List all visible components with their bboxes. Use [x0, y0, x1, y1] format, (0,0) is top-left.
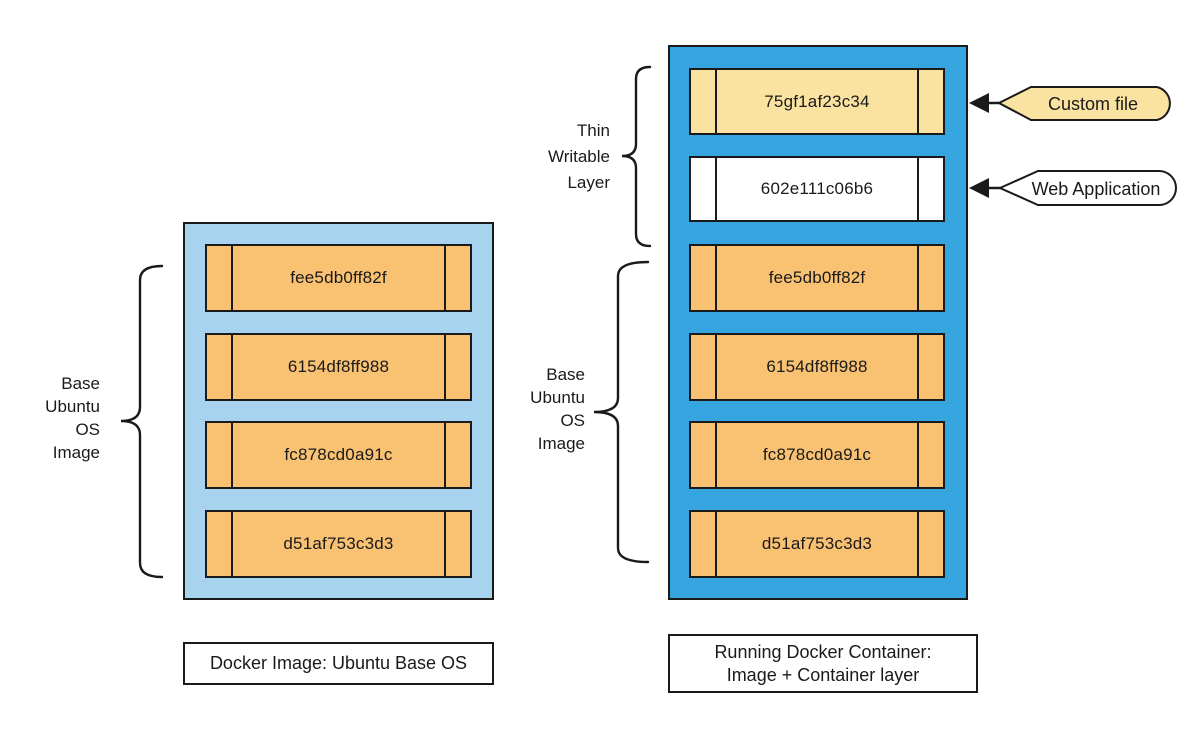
docker-image-caption: Docker Image: Ubuntu Base OS	[183, 642, 494, 685]
layer-row: fee5db0ff82f	[689, 244, 945, 312]
custom-file-callout: Custom file	[969, 86, 1171, 121]
custom-file-arrow-icon	[969, 93, 989, 113]
layer-row: 6154df8ff988	[205, 333, 472, 401]
layer-row-writable: 602e111c06b6	[689, 156, 945, 222]
running-container-caption: Running Docker Container: Image + Contai…	[668, 634, 978, 693]
layer-row: d51af753c3d3	[689, 510, 945, 578]
layer-id: fee5db0ff82f	[768, 268, 866, 287]
layer-row: fc878cd0a91c	[689, 421, 945, 489]
layer-id: fee5db0ff82f	[290, 268, 387, 287]
layer-id: fc878cd0a91c	[762, 445, 872, 464]
layer-row: d51af753c3d3	[205, 510, 472, 578]
layer-row-writable: 75gf1af23c34	[689, 68, 945, 135]
web-application-arrow-icon	[969, 178, 989, 198]
web-application-callout-label: Web Application	[1032, 179, 1161, 199]
layer-id: 602e111c06b6	[760, 179, 874, 198]
running-container-box: 75gf1af23c34 602e111c06b6 fee5db0ff82f 6…	[668, 45, 968, 600]
base-os-label-right: Base Ubuntu OS Image	[530, 365, 585, 453]
base-os-brace-right-icon	[593, 260, 650, 564]
web-application-callout: Web Application	[969, 170, 1177, 206]
layer-id: 75gf1af23c34	[764, 91, 870, 111]
layer-id: fc878cd0a91c	[284, 445, 393, 464]
web-application-badge	[997, 170, 1177, 206]
thin-writable-brace-icon	[621, 65, 652, 248]
custom-file-callout-label: Custom file	[1048, 94, 1138, 114]
layer-id: 6154df8ff988	[766, 357, 868, 376]
base-os-brace-left-icon	[120, 264, 164, 579]
layer-id: 6154df8ff988	[287, 357, 390, 376]
layer-row: fee5db0ff82f	[205, 244, 472, 312]
base-os-label-left: Base Ubuntu OS Image	[45, 374, 100, 462]
layer-row: 6154df8ff988	[689, 333, 945, 401]
docker-image-box: fee5db0ff82f 6154df8ff988 fc878cd0a91c d…	[183, 222, 494, 600]
layer-row: fc878cd0a91c	[205, 421, 472, 489]
thin-writable-layer-label: Thin Writable Layer	[547, 121, 610, 192]
layer-id: d51af753c3d3	[283, 534, 394, 553]
layer-id: d51af753c3d3	[761, 534, 873, 553]
custom-file-badge	[996, 86, 1171, 121]
